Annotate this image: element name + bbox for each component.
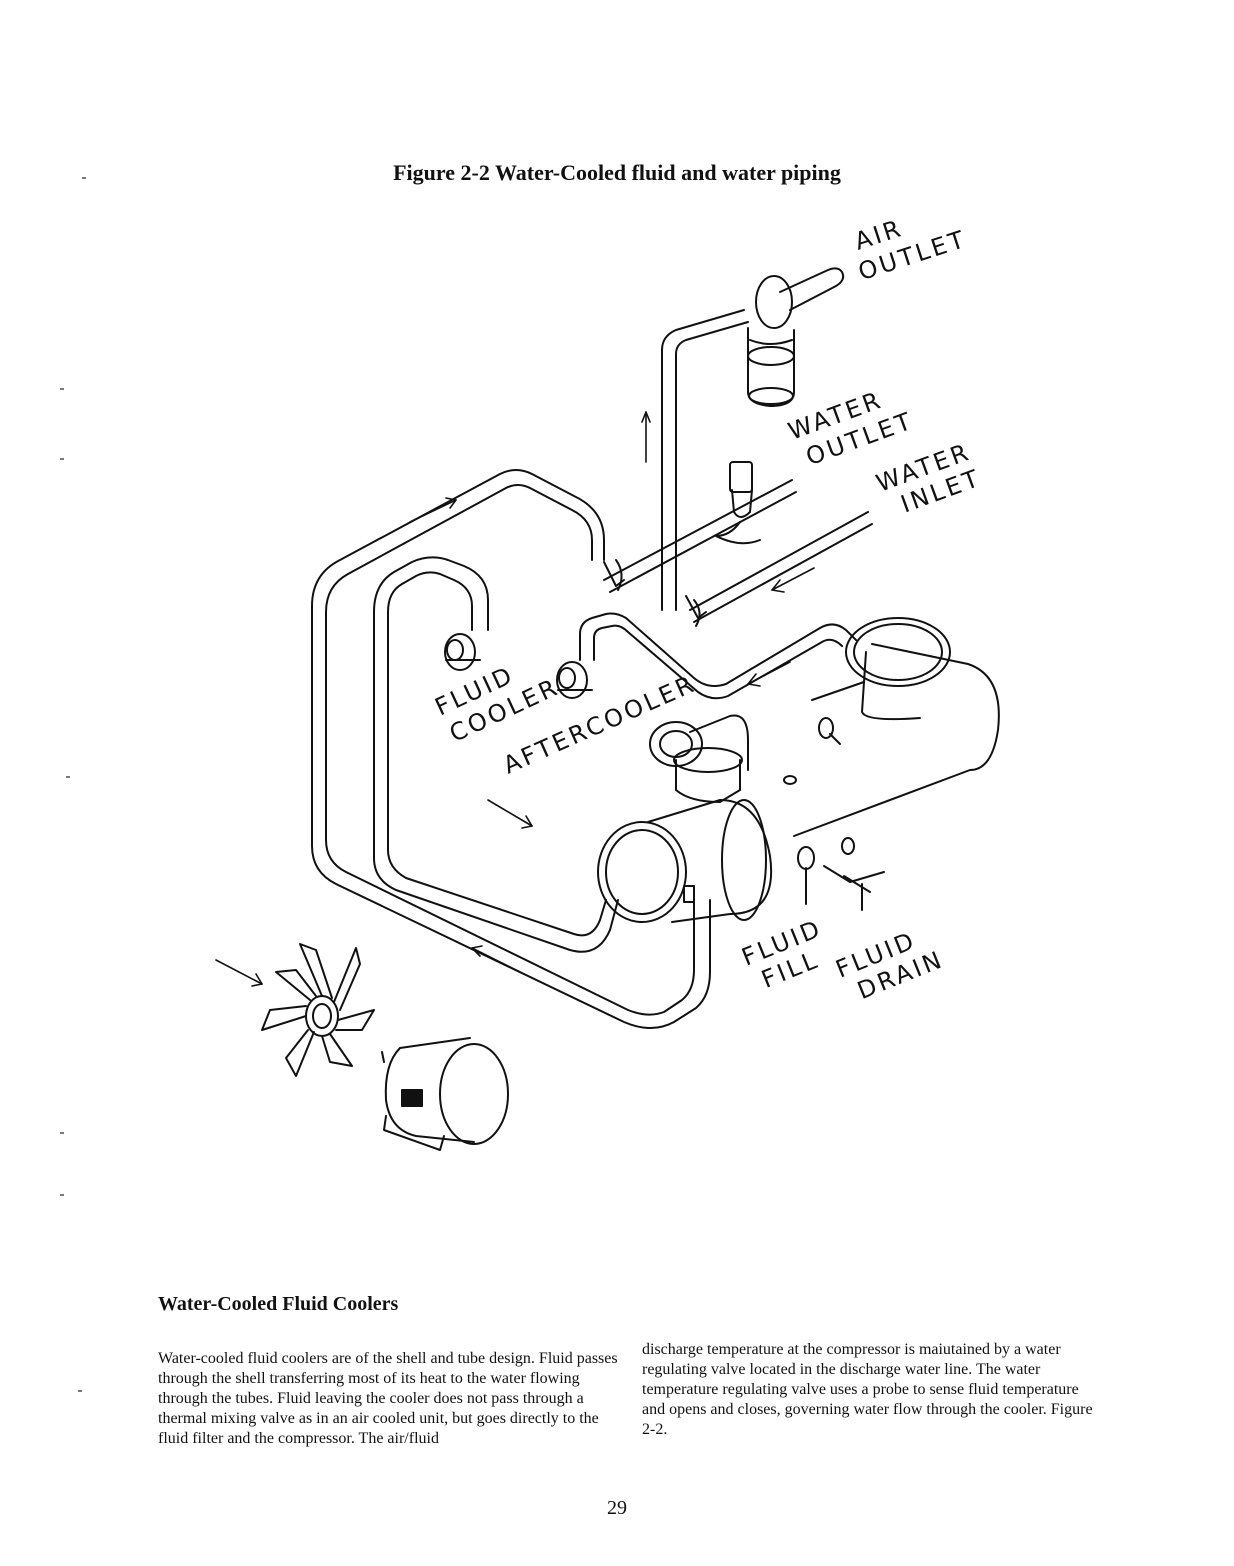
body-text-left-column: Water-cooled fluid coolers are of the sh… xyxy=(158,1350,618,1447)
margin-mark xyxy=(60,1194,64,1196)
aftercooler-loop xyxy=(579,612,857,700)
motor xyxy=(381,1037,509,1151)
piping-diagram: AIR OUTLET WATER OUTLET WATER INLET FLUI… xyxy=(215,200,1000,1151)
margin-mark xyxy=(78,1390,82,1392)
svg-text:FLUID DRAIN: FLUID DRAIN xyxy=(832,919,948,1009)
page-number: 29 xyxy=(607,1497,627,1519)
margin-mark xyxy=(82,177,86,179)
fan xyxy=(261,943,375,1077)
water-lines xyxy=(603,479,873,627)
svg-text:AIR OUTLET: AIR OUTLET xyxy=(845,200,970,286)
svg-text:WATER OUTLET: WATER OUTLET xyxy=(784,378,917,474)
cooler-ends xyxy=(444,633,593,699)
svg-text:FLUID FILL: FLUID FILL xyxy=(738,910,847,997)
svg-text:WATER INLET: WATER INLET xyxy=(872,434,994,524)
inner-fluid-loop xyxy=(373,556,619,953)
outer-fluid-loop xyxy=(311,469,711,1029)
fill-drain-fittings xyxy=(797,837,885,911)
air-outlet-assembly xyxy=(747,267,845,407)
section-heading: Water-Cooled Fluid Coolers xyxy=(158,1293,399,1315)
margin-mark xyxy=(66,776,70,778)
margin-mark xyxy=(60,388,64,390)
compressor xyxy=(597,714,773,923)
air-riser xyxy=(661,309,749,611)
margin-mark xyxy=(60,1132,64,1134)
body-text-right-column: discharge temperature at the compressor … xyxy=(642,1341,1093,1438)
figure-title: Figure 2-2 Water-Cooled fluid and water … xyxy=(393,160,841,185)
receiver-tank xyxy=(783,617,1000,837)
margin-mark xyxy=(60,458,64,460)
water-regulating-valve xyxy=(715,461,761,545)
flow-arrows xyxy=(215,411,815,987)
